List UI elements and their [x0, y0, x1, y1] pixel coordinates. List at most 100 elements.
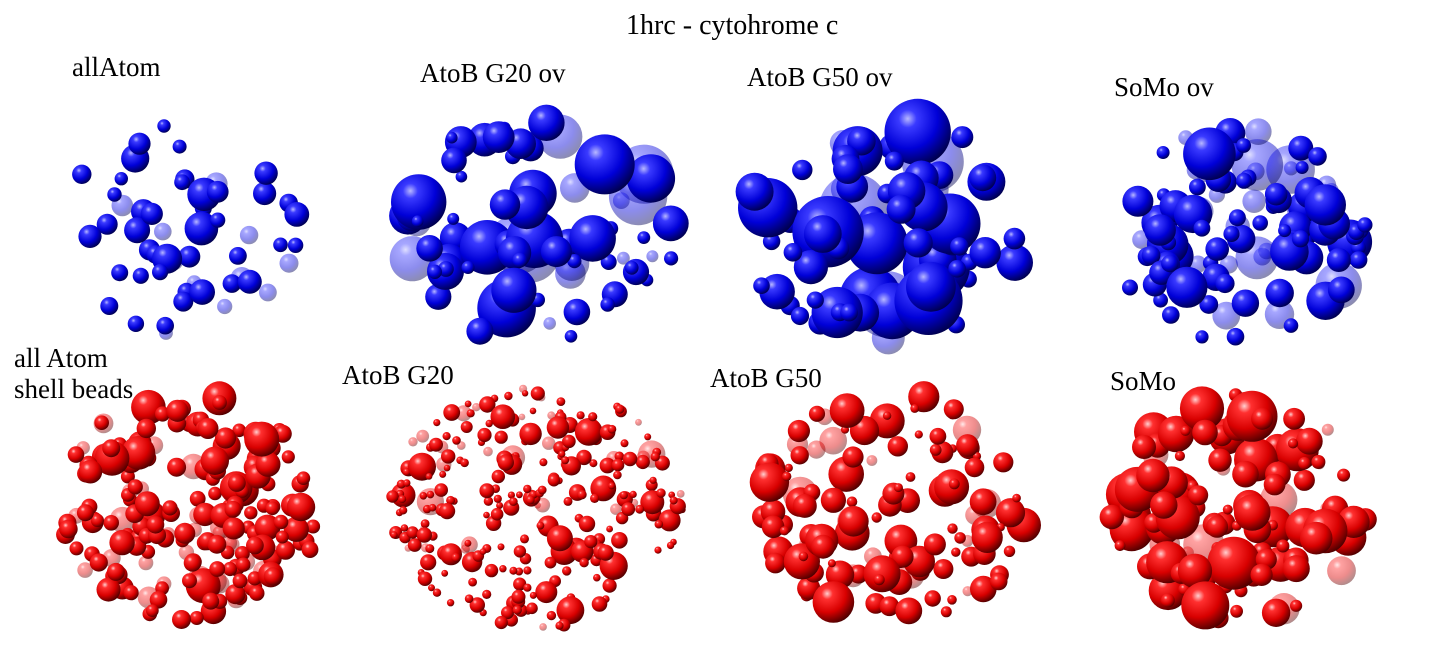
- bead: [1242, 189, 1266, 213]
- bead-cluster-svg: [56, 381, 321, 629]
- bead: [491, 267, 537, 313]
- bead: [1160, 593, 1175, 608]
- bead: [464, 594, 474, 603]
- bead: [1283, 318, 1299, 333]
- bead: [523, 583, 532, 592]
- bead: [1295, 161, 1309, 174]
- bead: [914, 430, 923, 439]
- bead: [969, 164, 997, 192]
- bead: [1193, 219, 1211, 237]
- bead: [1236, 172, 1252, 189]
- bead: [1162, 306, 1180, 324]
- bead: [947, 523, 958, 534]
- bead: [1308, 147, 1327, 166]
- bead: [589, 459, 598, 468]
- bead: [438, 261, 454, 277]
- bead-model-atob-g20-ov: [365, 80, 705, 380]
- bead: [403, 479, 411, 487]
- bead: [496, 502, 504, 509]
- bead: [1228, 209, 1246, 227]
- bead: [72, 164, 92, 184]
- bead: [513, 577, 527, 591]
- bead: [446, 599, 455, 607]
- bead: [579, 558, 589, 568]
- bead: [491, 469, 505, 484]
- bead: [588, 412, 598, 422]
- bead: [1206, 515, 1229, 538]
- bead: [555, 621, 564, 630]
- bead: [114, 172, 128, 186]
- bead: [846, 496, 858, 508]
- bead-model-somo-ov: [1070, 82, 1410, 382]
- bead: [408, 437, 418, 447]
- bead: [229, 247, 247, 265]
- bead: [1327, 276, 1355, 304]
- panel-label-allatom: allAtom: [72, 52, 161, 82]
- bead: [434, 483, 448, 497]
- bead: [407, 538, 422, 552]
- bead-model-atob-g50: [720, 358, 1060, 658]
- bead: [461, 261, 475, 274]
- bead: [197, 418, 219, 439]
- bead: [1223, 225, 1240, 242]
- bead: [803, 215, 842, 253]
- bead: [275, 530, 289, 544]
- bead: [753, 277, 770, 294]
- bead: [626, 154, 676, 203]
- bead-cluster-svg: [749, 381, 1041, 625]
- bead: [172, 139, 187, 154]
- bead: [447, 212, 460, 225]
- bead: [964, 457, 985, 478]
- panel-label-somo: SoMo: [1110, 366, 1177, 396]
- bead: [1233, 494, 1271, 531]
- bead: [59, 519, 78, 539]
- bead: [664, 251, 679, 266]
- bead: [1264, 182, 1288, 206]
- bead: [156, 316, 174, 335]
- bead: [472, 403, 481, 412]
- bead: [279, 253, 299, 273]
- bead: [301, 541, 319, 558]
- bead: [390, 531, 398, 539]
- bead: [840, 303, 858, 322]
- bead: [249, 585, 265, 601]
- bead: [1293, 469, 1315, 491]
- bead: [89, 553, 108, 572]
- bead: [556, 596, 585, 625]
- bead: [441, 449, 456, 464]
- bead: [1179, 386, 1225, 431]
- bead: [157, 119, 171, 133]
- bead: [656, 488, 666, 498]
- bead: [526, 602, 538, 615]
- bead: [948, 260, 966, 278]
- bead: [439, 503, 456, 520]
- bead: [578, 515, 596, 533]
- bead: [882, 411, 892, 420]
- bead: [765, 552, 786, 574]
- bead: [893, 483, 903, 493]
- bead: [884, 98, 951, 166]
- bead: [246, 536, 264, 555]
- bead: [477, 427, 492, 443]
- bead: [812, 581, 855, 623]
- bead: [417, 571, 433, 586]
- bead: [906, 261, 956, 312]
- bead: [529, 591, 537, 599]
- bead-model-allatom: [20, 75, 360, 375]
- bead: [1181, 581, 1230, 630]
- bead: [669, 496, 678, 505]
- bead: [398, 495, 407, 504]
- bead: [620, 439, 629, 448]
- bead: [1295, 427, 1323, 455]
- bead: [940, 606, 952, 618]
- bead: [619, 491, 628, 500]
- bead: [576, 449, 592, 466]
- bead: [637, 231, 651, 245]
- bead: [584, 535, 598, 549]
- bead: [654, 519, 664, 529]
- panel-label-atob-g50: AtoB G50: [710, 363, 822, 393]
- bead: [1003, 545, 1016, 557]
- bead: [123, 585, 139, 601]
- bead: [485, 419, 493, 428]
- bead: [452, 436, 461, 445]
